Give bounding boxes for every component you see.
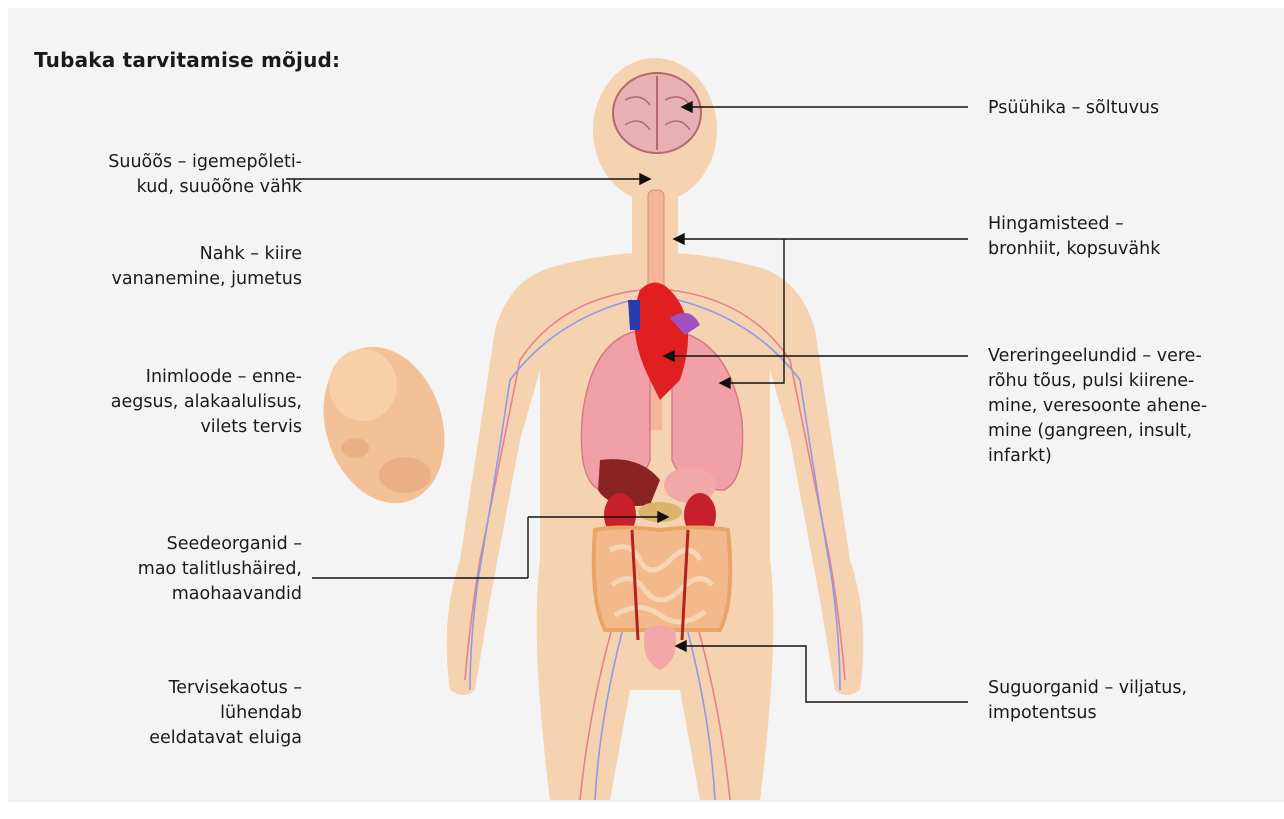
label-suguorganid: Suguorganid – viljatus, impotentsus bbox=[988, 676, 1187, 726]
label-tervisekaotus: Tervisekaotus – lühendab eeldatavat elui… bbox=[149, 676, 302, 751]
brain bbox=[613, 73, 701, 153]
label-nahk: Nahk – kiire vananemine, jumetus bbox=[112, 242, 302, 292]
label-inimloode: Inimloode – enne- aegsus, alakaalulisus,… bbox=[111, 365, 302, 440]
label-seedeorganid: Seedeorganid – mao talitlushäired, maoha… bbox=[138, 532, 302, 607]
label-psyyhika: Psüühika – sõltuvus bbox=[988, 96, 1159, 121]
label-hingamisteed: Hingamisteed – bronhiit, kopsuvähk bbox=[988, 212, 1160, 262]
label-vereringeelundid: Vereringeelundid – vere- rõhu tõus, puls… bbox=[988, 344, 1207, 469]
intestines bbox=[594, 528, 730, 641]
fetus-illustration bbox=[304, 331, 464, 519]
diagram-title: Tubaka tarvitamise mõjud: bbox=[34, 48, 340, 72]
label-suuoos: Suuõõs – igemepõleti- kud, suuõõne vähk bbox=[108, 150, 302, 200]
diagram-canvas: Tubaka tarvitamise mõjud: Psüühika – sõl… bbox=[8, 8, 1284, 802]
